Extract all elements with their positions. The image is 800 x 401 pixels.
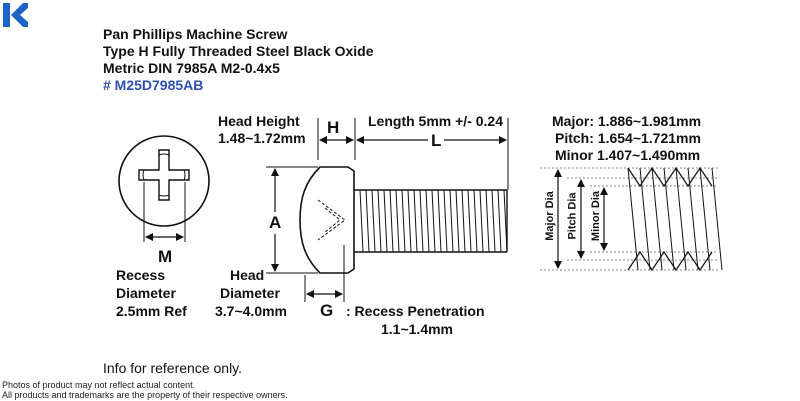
a-letter: A <box>268 212 283 234</box>
head-diameter-line3: 3.7~4.0mm <box>215 303 287 319</box>
head-diameter-line1: Head <box>230 267 265 283</box>
recess-penetration-value: 1.1~1.4mm <box>381 321 453 337</box>
major-dia-axis-label: Major Dia <box>543 191 556 241</box>
thread-pitch: Pitch: 1.654~1.721mm <box>555 130 701 146</box>
g-letter: G <box>320 301 334 320</box>
product-title-line3: Metric DIN 7985A M2-0.4x5 <box>103 60 280 76</box>
pitch-dia-axis-label: Pitch Dia <box>566 192 579 240</box>
m-letter: M <box>158 247 173 266</box>
disclaimer-line2: All products and trademarks are the prop… <box>2 390 288 400</box>
head-top-view <box>118 135 210 242</box>
minor-dia-axis-label: Minor Dia <box>590 190 603 242</box>
l-letter: L <box>428 131 445 151</box>
length-label: Length 5mm +/- 0.24 <box>368 113 503 129</box>
screw-side-view <box>266 118 509 302</box>
product-title-line2: Type H Fully Threaded Steel Black Oxide <box>103 43 374 59</box>
head-height-value: 1.48~1.72mm <box>218 130 306 146</box>
recess-diameter-line3: 2.5mm Ref <box>116 303 187 319</box>
recess-diameter-line1: Recess <box>116 267 166 283</box>
head-diameter-line2: Diameter <box>220 285 280 301</box>
recess-penetration-label: : Recess Penetration <box>346 303 485 319</box>
part-number: # M25D7985AB <box>103 77 204 93</box>
brand-logo-icon <box>3 3 28 27</box>
head-height-title: Head Height <box>218 113 300 129</box>
reference-note: Info for reference only. <box>103 360 243 376</box>
thread-minor: Minor 1.407~1.490mm <box>555 147 701 163</box>
disclaimer-line1: Photos of product may not reflect actual… <box>2 380 196 390</box>
recess-diameter-line2: Diameter <box>116 285 176 301</box>
thread-major: Major: 1.886~1.981mm <box>552 113 702 129</box>
h-letter: H <box>327 118 340 137</box>
thread-detail <box>540 166 723 272</box>
brand-logo <box>2 2 28 28</box>
product-title-line1: Pan Phillips Machine Screw <box>103 26 288 42</box>
